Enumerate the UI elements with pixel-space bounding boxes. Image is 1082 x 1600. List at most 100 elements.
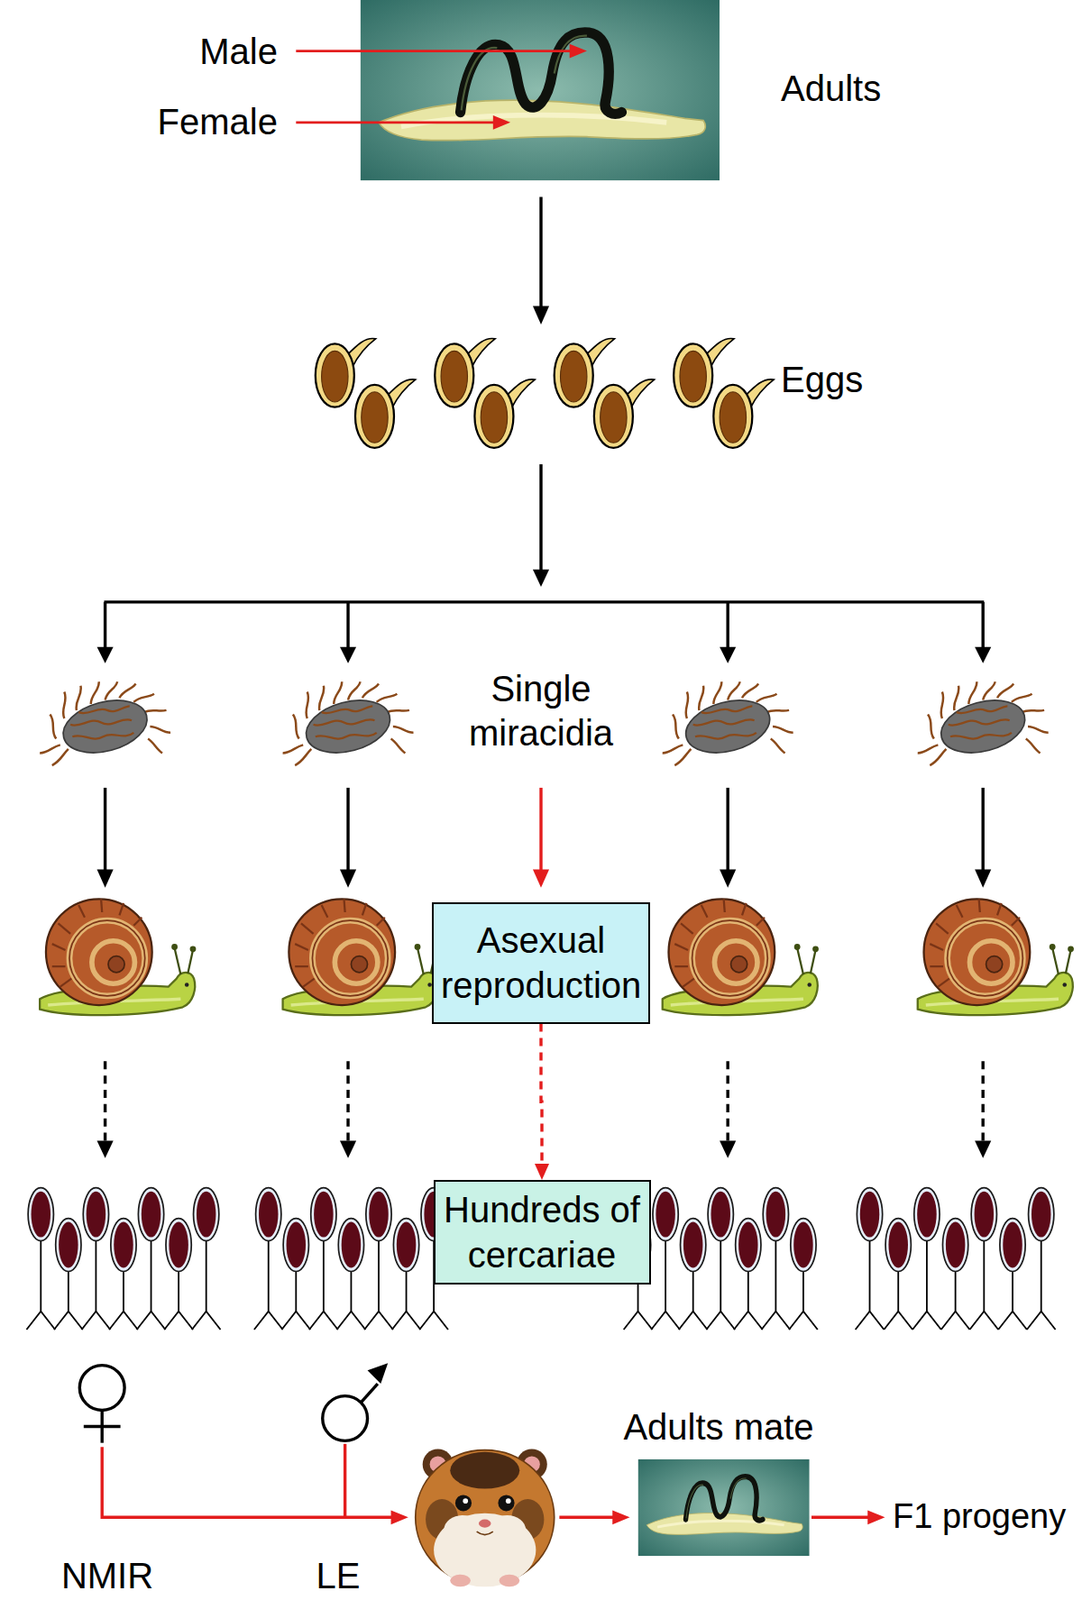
dashed-arrow	[346, 1061, 349, 1144]
egg	[315, 338, 774, 448]
flow-arrow	[532, 306, 550, 325]
flow-arrow	[539, 196, 542, 308]
cercaria	[788, 1219, 818, 1330]
cercaria	[192, 1188, 221, 1330]
hamster	[478, 1520, 492, 1529]
miracidium	[917, 681, 1049, 766]
egg	[594, 379, 655, 449]
cercaria	[137, 1188, 166, 1330]
cercaria	[941, 1219, 971, 1330]
cercaria	[392, 1219, 422, 1330]
leader-arrow	[295, 44, 587, 130]
red-arrow	[391, 1510, 409, 1525]
female-symbol	[83, 1425, 121, 1429]
label: Adults mate	[623, 1405, 814, 1449]
red-arrow	[559, 1516, 615, 1520]
red-arrow	[867, 1510, 885, 1525]
flow-arrow	[539, 464, 542, 572]
cercaria	[82, 1188, 111, 1330]
snail	[283, 898, 440, 1016]
snail	[662, 898, 819, 1016]
flow-arrow	[97, 788, 992, 889]
box-label: Hundreds of cercariae	[442, 1187, 642, 1278]
cercaria	[337, 1219, 367, 1330]
label: Female	[157, 100, 278, 144]
dashed-arrow	[103, 1061, 107, 1144]
flow-arrow	[981, 602, 984, 650]
miracidium	[662, 681, 794, 766]
label: LE	[316, 1554, 361, 1598]
flow-arrow	[97, 647, 114, 664]
dashed-arrow	[97, 1061, 992, 1159]
hamster	[505, 1498, 512, 1504]
egg	[355, 379, 416, 449]
cercaria	[254, 1188, 284, 1330]
red-arrow	[532, 788, 550, 889]
hamster	[443, 1515, 481, 1545]
hamster	[476, 1531, 494, 1535]
cercaria	[364, 1188, 394, 1330]
cercaria	[164, 1219, 193, 1330]
egg	[713, 379, 774, 449]
cercaria	[26, 1188, 56, 1330]
dashed-arrow	[339, 1141, 357, 1159]
label: Male	[199, 29, 278, 74]
cercaria	[651, 1188, 680, 1330]
flow-arrow	[981, 788, 984, 872]
red-arrow	[101, 1447, 394, 1518]
mating-worms-photo	[638, 1459, 810, 1558]
cercaria	[733, 1219, 763, 1330]
flow-arrow	[103, 600, 984, 604]
cercaria	[998, 1219, 1027, 1330]
hamster	[488, 1515, 526, 1545]
flow-arrow	[103, 602, 107, 650]
dashed-arrow	[725, 1061, 729, 1144]
dashed-arrow	[97, 1141, 114, 1159]
arrowhead	[534, 1164, 550, 1181]
label: NMIR	[61, 1554, 154, 1598]
hamster	[455, 1494, 472, 1512]
cercaria	[761, 1188, 791, 1330]
male-symbol	[367, 1363, 389, 1385]
cercaria	[54, 1219, 83, 1330]
hamster	[415, 1448, 555, 1587]
label: F1 progeny	[892, 1496, 1066, 1539]
mating-worms-photo	[638, 1459, 810, 1558]
red-arrow	[343, 1444, 347, 1519]
hamster	[449, 1452, 520, 1490]
flow-arrow	[719, 647, 736, 664]
hamster	[499, 1575, 521, 1588]
flow-arrow	[974, 869, 991, 888]
egg	[474, 379, 535, 449]
connector-line	[541, 1024, 542, 1167]
cercaria	[1026, 1188, 1056, 1330]
red-arrow	[532, 869, 550, 888]
flow-arrow	[346, 788, 349, 872]
flow-arrow	[97, 869, 114, 888]
flow-arrow	[974, 647, 991, 664]
cercaria	[26, 1188, 1055, 1330]
miracidium	[39, 681, 171, 766]
flow-arrow	[725, 602, 729, 650]
leader-arrow	[493, 115, 511, 130]
label: Eggs	[780, 357, 863, 402]
process-box: Asexual reproduction	[431, 902, 651, 1025]
dashed-arrow	[974, 1141, 991, 1159]
female-symbol	[79, 1366, 125, 1444]
red-arrow	[811, 1516, 871, 1520]
leader-arrow	[569, 44, 587, 59]
result-box: Hundreds of cercariae	[433, 1180, 652, 1285]
adult-worms-photo	[360, 0, 720, 181]
male-symbol	[322, 1396, 368, 1442]
flow-arrow	[339, 869, 357, 888]
adult-worms-photo	[360, 0, 720, 181]
cercaria	[281, 1219, 311, 1330]
miracidium	[283, 681, 414, 766]
cercaria	[706, 1188, 735, 1330]
flow-arrow	[339, 647, 357, 664]
red-arrow	[612, 1510, 630, 1525]
cercaria	[855, 1188, 885, 1330]
flow-arrow	[346, 602, 349, 650]
cercaria	[109, 1219, 138, 1330]
flow-arrow	[103, 788, 107, 872]
